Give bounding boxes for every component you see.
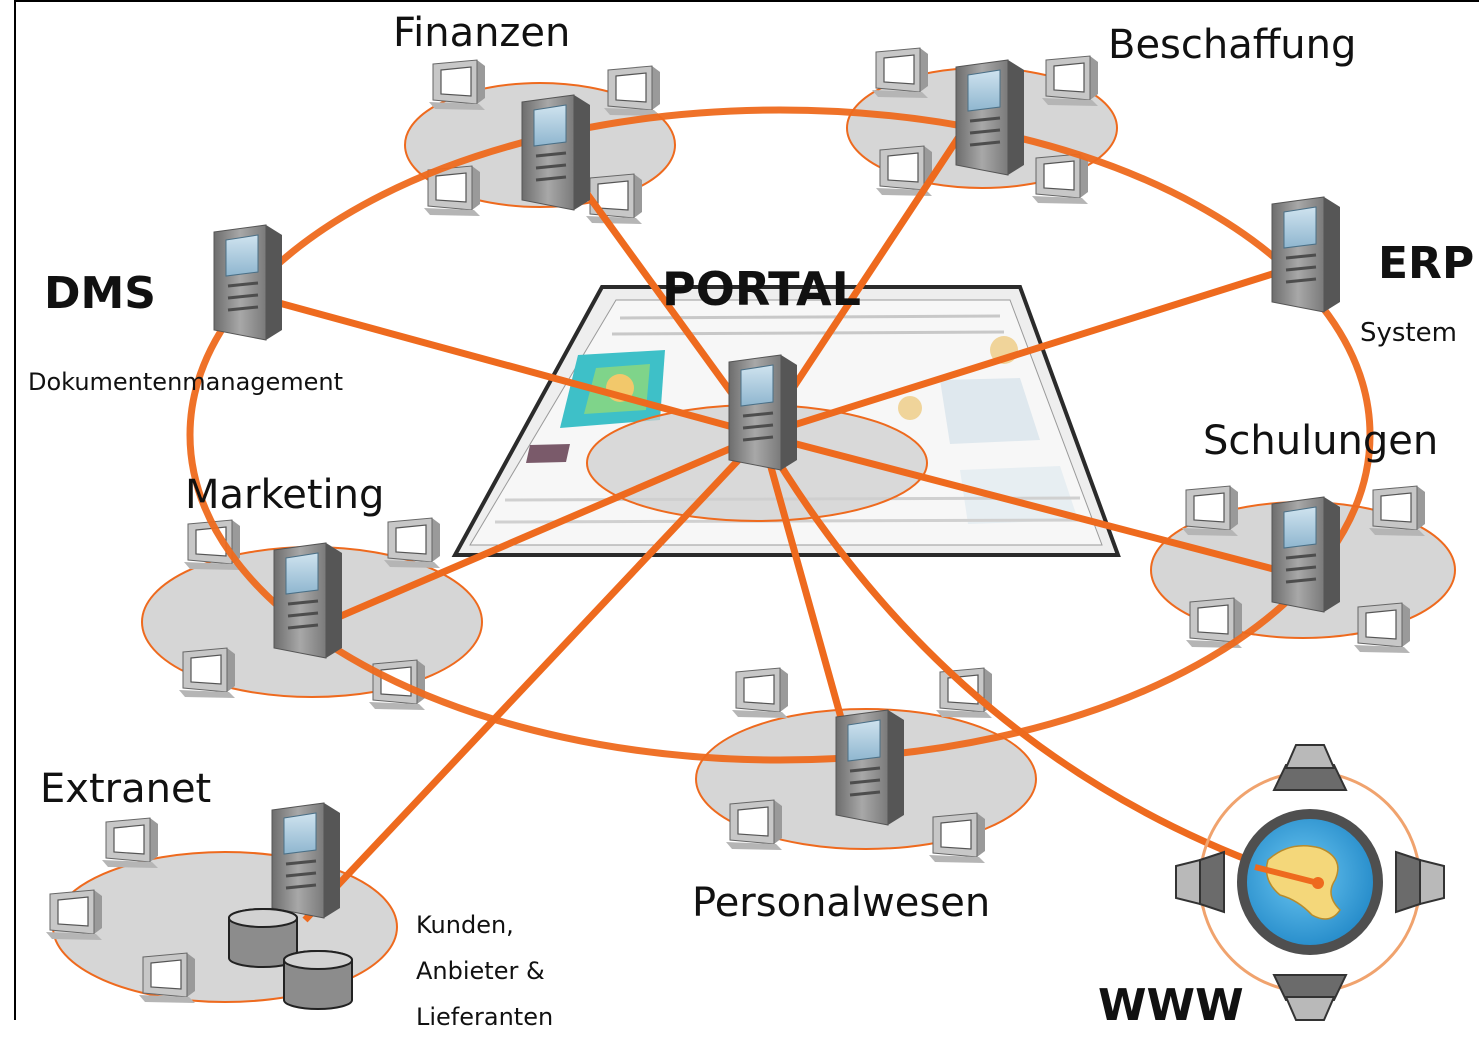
finanzen-label: Finanzen xyxy=(393,10,571,56)
extranet-label: Extranet xyxy=(40,766,212,812)
extranet-note-line-1: Kunden, xyxy=(416,911,514,939)
personalwesen-label: Personalwesen xyxy=(692,880,991,926)
server-icon xyxy=(1270,195,1342,314)
dms-label: DMS xyxy=(44,268,156,319)
schulungen-label: Schulungen xyxy=(1203,418,1439,464)
erp-label: ERP xyxy=(1378,238,1475,289)
server-icon xyxy=(212,223,284,342)
server-icon xyxy=(1270,495,1342,614)
globe-icon xyxy=(1175,744,1445,1021)
erp-sublabel: System xyxy=(1360,318,1457,348)
server-icon xyxy=(520,93,592,212)
beschaffung-label: Beschaffung xyxy=(1108,22,1357,68)
server-icon xyxy=(834,708,906,827)
diagram-frame xyxy=(14,0,1479,1020)
portal-title: PORTAL xyxy=(662,262,861,316)
portal-server-icon xyxy=(727,353,799,472)
server-icon xyxy=(272,541,344,660)
dms-sublabel: Dokumentenmanagement xyxy=(28,368,344,396)
extranet-note-line-2: Anbieter & xyxy=(416,957,545,985)
www-label: WWW xyxy=(1098,980,1244,1031)
server-icon xyxy=(270,801,342,920)
marketing-label: Marketing xyxy=(185,472,385,518)
extranet-note-line-3: Lieferanten xyxy=(416,1003,554,1031)
server-icon xyxy=(954,58,1026,177)
